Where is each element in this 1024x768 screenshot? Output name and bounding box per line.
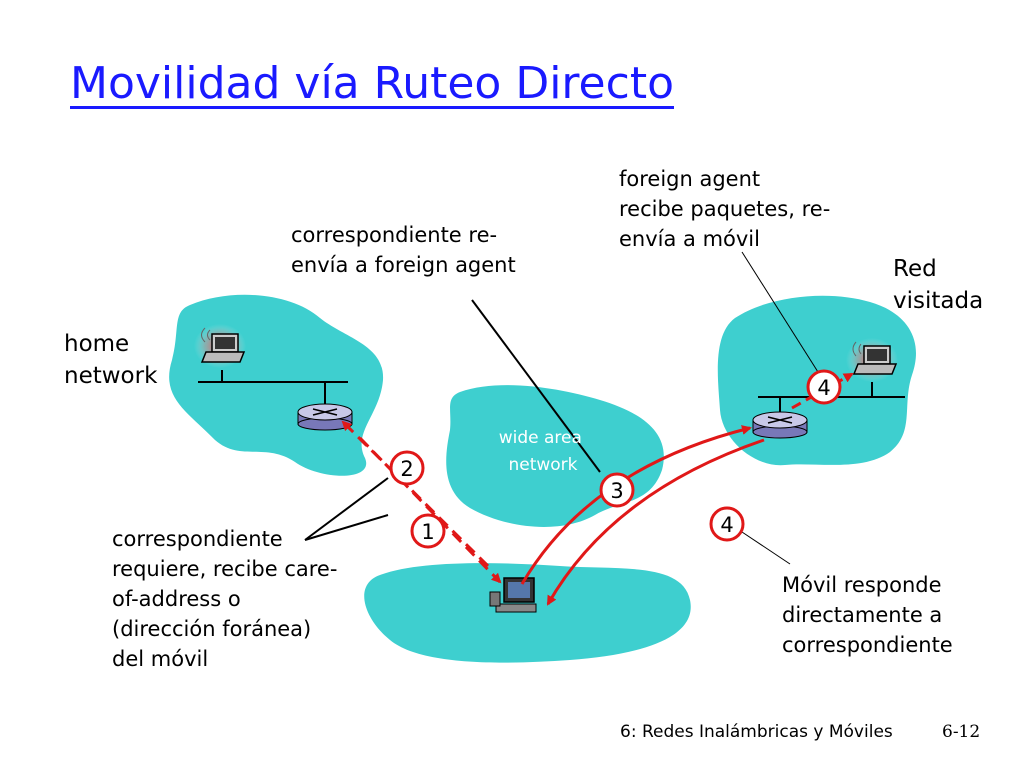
step-label-4-mobile: 4 [720, 513, 733, 537]
callout-line-correspondent-forwards [471, 299, 601, 473]
callout-line-request-b [304, 514, 389, 541]
step-label-4-foreign: 4 [817, 376, 830, 400]
arrow-step-2-reply [341, 420, 490, 568]
home-network-cloud [169, 294, 384, 476]
step-label-2: 2 [400, 457, 413, 481]
step-circle-4-foreign: 4 [806, 369, 842, 405]
callout-line-request-a [304, 477, 389, 541]
page-title: Movilidad vía Ruteo Directo [70, 58, 674, 109]
step-label-3: 3 [610, 479, 623, 503]
step-circle-3: 3 [599, 472, 635, 508]
arrow-step-4-mobile-reply [546, 438, 765, 606]
mobile-responds-note: Móvil responde directamente a correspond… [782, 573, 953, 657]
home-router-icon [297, 403, 353, 431]
correspondent-request-note: correspondiente requiere, recibe care- o… [112, 527, 338, 671]
home-network-label: home network [64, 331, 158, 389]
step-circle-1: 1 [410, 513, 446, 549]
visited-laptop-icon [846, 338, 898, 382]
wide-area-network-label: wide area network [499, 428, 588, 475]
correspondent-forwards-note: correspondiente re- envía a foreign agen… [291, 223, 516, 277]
callout-line-foreign-agent [741, 251, 819, 373]
step-circle-4-mobile: 4 [709, 506, 745, 542]
home-laptop-icon [194, 324, 246, 368]
callout-line-mobile-responds [741, 531, 791, 565]
foreign-agent-router-icon [752, 411, 808, 439]
foreign-agent-note: foreign agent recibe paquetes, re- envía… [619, 167, 831, 251]
step-label-1: 1 [421, 520, 434, 544]
wan-label-line-1: wide area [499, 428, 582, 448]
step-circle-2: 2 [389, 450, 425, 486]
footer-page-number: 6-12 [942, 722, 981, 742]
visited-network-label: Red visitada [893, 256, 984, 314]
footer-chapter: 6: Redes Inalámbricas y Móviles [620, 722, 893, 742]
wan-label-line-2: network [508, 455, 577, 475]
correspondent-network-cloud [364, 563, 691, 663]
correspondent-host-icon [489, 577, 537, 613]
